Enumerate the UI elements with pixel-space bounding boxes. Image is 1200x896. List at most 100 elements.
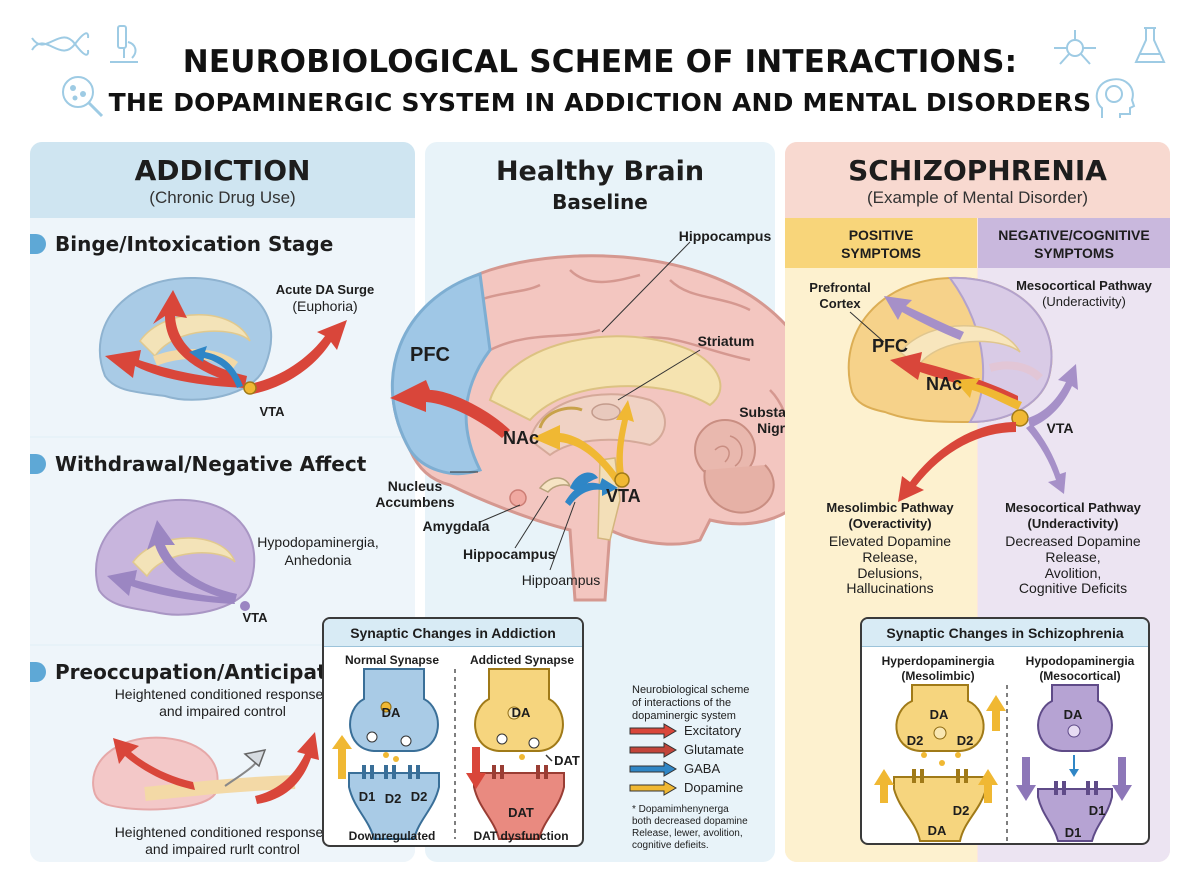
mesolimbic-desc-3: Delusions, xyxy=(857,565,923,581)
schizophrenia-header: SCHIZOPHRENIA (Example of Mental Disorde… xyxy=(785,142,1170,218)
preoccupation-footer-line2: and impaired rurlt control xyxy=(145,841,300,857)
hyperdopaminergia-label-1: Hyperdopaminergia xyxy=(881,654,995,668)
addicted-da-label: DA xyxy=(511,705,531,720)
legend-caption-1: Neurobiological scheme xyxy=(632,684,750,696)
neuron-icon xyxy=(1054,30,1096,65)
synaptic-schizophrenia-box: Synaptic Changes in Schizophrenia Hyperd… xyxy=(860,617,1150,845)
healthy-brain-subtitle: Baseline xyxy=(552,190,648,214)
negative-symptoms-line1: NEGATIVE/COGNITIVE xyxy=(998,227,1150,243)
schizophrenia-subtitle: (Example of Mental Disorder) xyxy=(866,188,1089,207)
legend-swatch xyxy=(629,780,677,796)
legend-swatch xyxy=(629,761,677,777)
healthy-pfc-label: PFC xyxy=(410,344,450,366)
legend-swatch xyxy=(629,742,677,758)
d2-receptor-label-b: D2 xyxy=(410,789,428,804)
withdrawal-stage-title: Withdrawal/Negative Affect xyxy=(55,452,367,476)
stage-marker xyxy=(30,234,46,254)
dat-post-label: DAT xyxy=(508,805,534,820)
binge-stage-title: Binge/Intoxication Stage xyxy=(55,232,334,256)
hypodopaminergia-label-1: Hypodopaminergia xyxy=(1025,654,1135,668)
cortex-label: Cortex xyxy=(819,296,861,311)
mesocortical-desc-4: Cognitive Deficits xyxy=(1018,580,1128,596)
d2-receptor-label-a: D2 xyxy=(384,791,402,806)
prefrontal-label: Prefrontal xyxy=(809,280,871,295)
dna-icon xyxy=(31,32,90,56)
withdrawal-vta-label: VTA xyxy=(242,610,268,625)
stage-marker xyxy=(30,662,46,682)
synaptic-addiction-title: Synaptic Changes in Addiction xyxy=(324,619,582,647)
excitatory-arrow-icon xyxy=(629,723,677,739)
preoccupation-footer-line1: Heightened conditioned responses xyxy=(114,824,331,840)
legend-note-3: Release, lewer, avolition, xyxy=(632,828,743,839)
downregulated-label: Downregulated xyxy=(348,829,436,843)
brain-head-icon xyxy=(1095,78,1136,118)
legend-caption-3: dopaminergic system xyxy=(632,710,736,722)
d2-label-c: D2 xyxy=(952,803,970,818)
nigra-label: Nigra xyxy=(757,420,793,436)
positive-symptoms-line2: SYMPTOMS xyxy=(841,245,921,261)
hyper-da-bottom-label: DA xyxy=(927,823,947,838)
molecule-search-icon xyxy=(62,76,104,118)
withdrawal-stage: Withdrawal/Negative Affect Hypodopaminer… xyxy=(30,438,415,644)
healthy-brain-title: Healthy Brain xyxy=(495,156,705,187)
hypo-da-label: DA xyxy=(1063,707,1083,722)
addiction-synapse-diagram xyxy=(332,668,565,840)
positive-symptoms-header: POSITIVE SYMPTOMS xyxy=(785,218,977,268)
addiction-title: ADDICTION xyxy=(134,154,311,187)
striatum-label: Striatum xyxy=(697,333,755,349)
hippocampus-top-label: Hippocampus xyxy=(678,228,772,244)
hypodopaminergia-label-2: (Mesocortical) xyxy=(1039,669,1121,683)
stage-marker xyxy=(30,454,46,474)
main-title-line1: NEUROBIOLOGICAL SCHEME OF INTERACTIONS: xyxy=(182,44,1018,80)
binge-stage: Binge/Intoxication Stage Acute DA Surge … xyxy=(30,218,415,436)
schizo-vta-label: VTA xyxy=(1046,420,1074,436)
legend-caption-2: of interactions of the xyxy=(632,697,732,709)
preoccupation-stage-title: Preoccupation/Anticipation xyxy=(55,660,362,684)
flask-icon xyxy=(1134,27,1166,63)
main-title-line2: THE DOPAMINERGIC SYSTEM IN ADDICTION AND… xyxy=(108,88,1092,117)
dat-dysfunction-label: DAT dysfunction xyxy=(473,829,569,843)
dopamine-arrow-icon xyxy=(629,780,677,796)
binge-brain-illustration xyxy=(99,276,347,401)
mesolimbic-desc-2: Release, xyxy=(862,549,918,565)
schizophrenia-brain-illustration xyxy=(847,276,1078,502)
mesolimbic-title-1: Mesolimbic Pathway xyxy=(826,500,954,515)
mesocortical-top-label-2: (Underactivity) xyxy=(1042,294,1126,309)
amygdala-label: Amygdala xyxy=(422,518,490,534)
healthy-vta-label: VTA xyxy=(606,486,641,506)
schizo-pfc-label: PFC xyxy=(872,336,908,356)
accumbens-label: Accumbens xyxy=(375,494,455,510)
d1-receptor-label: D1 xyxy=(358,789,376,804)
nucleus-label: Nucleus xyxy=(387,478,443,494)
legend-note-1: * Dopamimhenynerga xyxy=(632,804,729,815)
mesocortical-top-label-1: Mesocortical Pathway xyxy=(1016,278,1152,293)
schizophrenia-synapse-diagram xyxy=(874,684,1132,843)
normal-synapse-label: Normal Synapse xyxy=(344,653,440,667)
legend-note-2: both decreased dopamine xyxy=(632,816,748,827)
preoccupation-desc-line2: and impaired control xyxy=(159,703,286,719)
hyper-da-label: DA xyxy=(929,707,949,722)
legend-note-4: cognitive defieits. xyxy=(632,840,709,851)
synaptic-addiction-box: Synaptic Changes in Addiction Normal Syn… xyxy=(322,617,584,847)
normal-da-label: DA xyxy=(381,705,401,720)
anhedonia-label: Anhedonia xyxy=(284,552,352,568)
dat-label: DAT xyxy=(554,753,580,768)
d1-post-label: D1 xyxy=(1088,803,1106,818)
hypodopaminergia-label: Hypodopaminergia, xyxy=(257,534,379,550)
mesocortical-title-2: (Underactivity) xyxy=(1027,516,1119,531)
healthy-nac-label: NAc xyxy=(503,428,540,448)
addicted-synapse-label: Addicted Synapse xyxy=(469,653,575,667)
d2-label-b: D2 xyxy=(956,733,974,748)
preoccupation-desc-line1: Heightened conditioned responses xyxy=(114,686,331,702)
hippoampus-label: Hippoampus xyxy=(521,572,601,588)
mesocortical-desc-2: Release, xyxy=(1045,549,1101,565)
mesocortical-title-1: Mesocortical Pathway xyxy=(1005,500,1141,515)
d2-label-a: D2 xyxy=(906,733,924,748)
negative-symptoms-line2: SYMPTOMS xyxy=(1034,245,1114,261)
schizophrenia-title: SCHIZOPHRENIA xyxy=(848,154,1107,187)
gaba-arrow-icon xyxy=(629,761,677,777)
schizo-nac-label: NAc xyxy=(926,374,963,394)
hyperdopaminergia-label-2: (Mesolimbic) xyxy=(901,669,975,683)
legend-swatch xyxy=(629,723,677,739)
addiction-subtitle: (Chronic Drug Use) xyxy=(149,188,296,207)
